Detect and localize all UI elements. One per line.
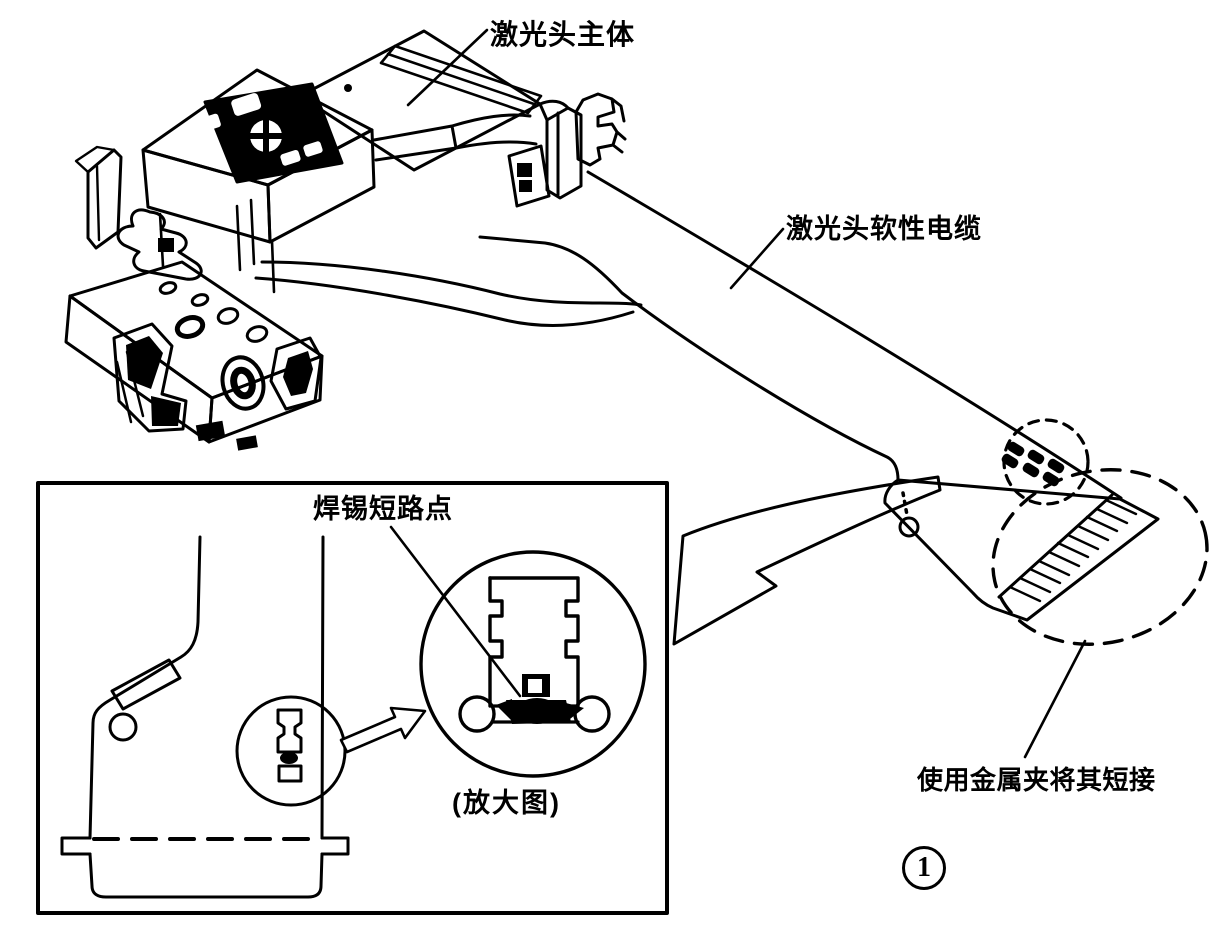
cable-bottom-edge [478,235,900,482]
plate-screw-dot [344,84,352,92]
left-plate-lines [74,145,116,242]
figure-number-badge: 1 [902,846,946,890]
label-laser-head-body: 激光头主体 [490,19,636,50]
cable-top-edge [586,170,1123,500]
arm-lines [372,99,570,162]
body-label-leader [406,28,489,107]
label-solder-short-point: 焊锡短路点 [313,494,453,524]
label-metal-clip-note: 使用金属夹将其短接 [917,765,1156,795]
contact-strip-inner-edge [997,493,1114,599]
bracket-dark-2 [519,180,532,192]
connector-paddle [883,478,1160,622]
ribbon-folds [254,260,643,327]
paddle-hole [898,516,920,538]
solder-label-leader [389,525,522,698]
magnifier-source-circle [235,695,347,807]
flex-cable-drawing [478,170,1123,500]
inset-component [276,708,303,783]
foot-dark-1 [195,420,226,442]
magnifier-detail-circle [419,550,647,778]
guide-rail [379,44,543,115]
cable-end-connector-drawing [883,418,1209,759]
curved-callout-arrow [672,475,942,646]
fold-dotted-line [901,491,909,517]
inset-box-border [36,481,669,915]
contact-strip-hatching [1008,498,1138,603]
clip-label-leader [1023,639,1087,759]
motor-hatch [115,350,145,424]
lens-cross [246,116,286,156]
carriage-edge-lines [235,198,256,272]
label-enlarged-view: (放大图) [452,788,561,818]
inset-box [36,481,669,915]
left-plate [86,148,123,250]
bracket-box [507,144,551,208]
motor-dark-2 [151,396,181,426]
spring-bracket [116,208,203,281]
blob-white-notch [528,679,542,693]
foot-dark-2 [236,435,258,451]
bracket-dark-1 [517,163,532,177]
base-screw-holes [158,281,269,343]
cable-label-leader [729,227,785,290]
inset-cable-outline [60,535,350,899]
inset-hole [108,712,138,742]
base-side-bracket-dark [283,351,313,396]
clip-area-dashed-ellipse [991,468,1209,646]
label-flex-cable: 激光头软性电缆 [786,214,982,244]
carriage-base-links [158,212,276,294]
motor-dark-1 [126,336,163,389]
stiffener [110,658,182,711]
carriage-right-face [266,128,376,244]
enlarged-connector-drawing [458,576,611,733]
bearing-cylinder [220,355,266,411]
laser-pickup-assembly-drawing [64,29,643,451]
fork-clevis [574,92,627,167]
base-side-bracket [269,336,323,411]
magnify-arrow [339,706,427,754]
